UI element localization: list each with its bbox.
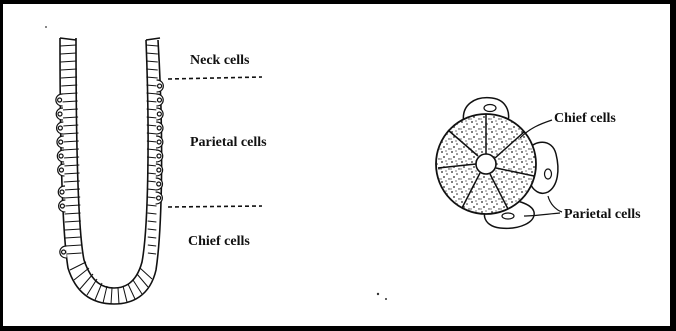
gland-cell-wall: [146, 53, 158, 54]
gland-cell-wall: [146, 45, 158, 46]
gland-cell-wall: [65, 229, 81, 230]
gland-right-parietal-cells: [156, 80, 164, 204]
parietal-cell-nucleus: [157, 154, 161, 158]
gastric-acinus: [436, 98, 558, 229]
gland-cell-wall: [64, 205, 80, 206]
parietal-cell-nucleus: [157, 182, 161, 186]
parietal-cell-nucleus: [58, 112, 62, 116]
parietal-cell-nucleus: [59, 154, 63, 158]
parietal-cell-nucleus: [60, 204, 64, 208]
parietal-cell-nucleus: [58, 98, 62, 102]
label-acinus-chief-cells: Chief cells: [554, 112, 616, 126]
label-acinus-parietal-cells: Parietal cells: [564, 208, 641, 222]
gland-cell-wall: [61, 69, 77, 70]
label-chief-cells: Chief cells: [188, 235, 250, 249]
parietal-cell-nucleus: [157, 98, 161, 102]
gland-cell-wall: [147, 181, 156, 182]
gland-cell-wall: [148, 253, 156, 254]
gland-cell-wall: [147, 197, 156, 198]
gland-cell-wall: [61, 61, 77, 62]
gland-cell-wall: [61, 93, 77, 94]
gland-cell-wall: [148, 229, 157, 230]
gland-inner-wall: [76, 38, 148, 288]
parietal-cell-nucleus: [158, 84, 162, 88]
label-neck-cells: Neck cells: [190, 54, 249, 68]
gland-cell-wall: [148, 245, 156, 246]
gland-cell-wall: [62, 101, 78, 102]
gland-cell-wall: [148, 237, 157, 238]
gland-cell-wall: [147, 173, 157, 174]
gland-cell-wall: [65, 245, 81, 246]
parietal-cell-nucleus: [157, 126, 161, 130]
parietal-cell-nucleus: [62, 250, 66, 254]
gland-cell-wall: [62, 109, 78, 110]
parietal-cell-nucleus: [60, 190, 64, 194]
parietal-cell-nucleus: [59, 168, 63, 172]
gland-cell-wall: [146, 61, 158, 62]
gland-outer-wall: [60, 38, 162, 304]
gland-cell-wall: [66, 253, 82, 254]
gland-cell-wall: [148, 221, 157, 222]
gland-cell-wall: [60, 53, 76, 54]
gland-cell-wall: [147, 189, 156, 190]
neck-zone-divider: [168, 77, 262, 79]
parietal-cell-nucleus: [157, 112, 161, 116]
parietal-cell-nucleus: [157, 140, 161, 144]
parietal-cell-nucleus: [59, 140, 63, 144]
chief-zone-divider: [168, 206, 262, 207]
acinus-lumen: [476, 154, 496, 174]
gland-cell-wall: [148, 213, 157, 214]
gland-cell-wall: [61, 77, 77, 78]
gland-cell-wall: [147, 205, 156, 206]
gland-cell-wall: [146, 69, 157, 70]
parietal-cell-nucleus: [58, 126, 62, 130]
parietal-cell-nucleus: [157, 196, 161, 200]
gland-cell-wall: [65, 213, 81, 214]
gland-cell-wall: [65, 221, 81, 222]
parietal-cell-nucleus: [157, 168, 161, 172]
gland-cell-wall: [60, 45, 76, 46]
label-parietal-cells: Parietal cells: [190, 136, 267, 150]
gastric-gland: [60, 38, 162, 304]
gland-cell-wall: [61, 85, 77, 86]
gland-cell-wall: [65, 237, 81, 238]
